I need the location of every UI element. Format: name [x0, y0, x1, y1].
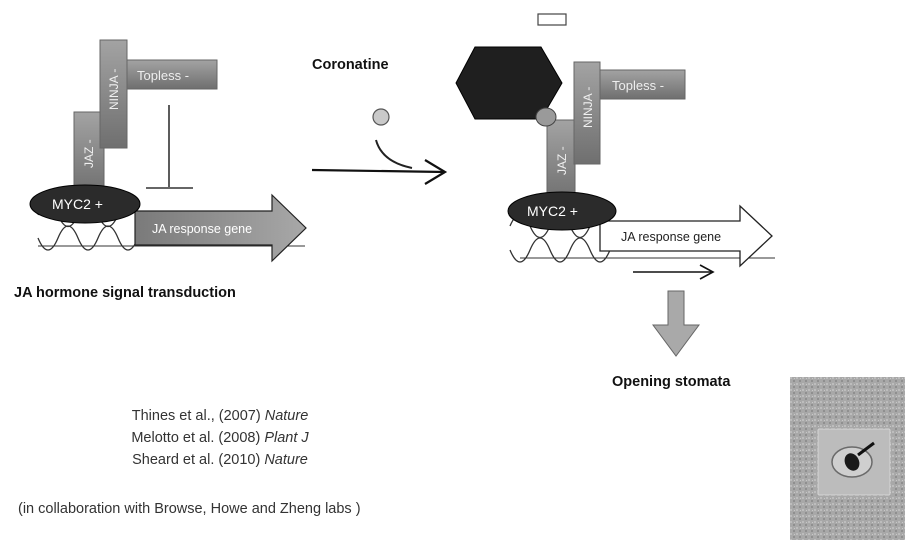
- ninja-label-left: NINJA -: [107, 69, 121, 110]
- jaz-label-right: JAZ -: [555, 146, 569, 175]
- collaboration-note: (in collaboration with Browse, Howe and …: [18, 501, 361, 517]
- topless-box-left: [126, 59, 218, 90]
- stomata-image: [790, 377, 905, 540]
- ja-response-gene-arrow-left: [134, 193, 307, 263]
- ja-response-gene-arrow-right: [599, 204, 773, 268]
- empty-box: [537, 13, 567, 26]
- repression-symbol: [146, 105, 193, 189]
- stomata-micrograph: [790, 377, 905, 540]
- activation-arrow: [633, 264, 715, 280]
- reference-2: Melotto et al. (2008) Plant J: [0, 428, 440, 448]
- bound-coronatine: [535, 107, 557, 127]
- coronatine-molecule: [372, 108, 390, 126]
- jaz-box-right: [546, 119, 576, 203]
- coronatine-label: Coronatine: [312, 57, 389, 73]
- ninja-label-right: NINJA -: [581, 87, 595, 128]
- reference-3-journal: Nature: [264, 452, 308, 468]
- left-caption: JA hormone signal transduction: [14, 285, 236, 301]
- ninja-box-right: [573, 61, 601, 165]
- jaz-box-left: [73, 111, 105, 196]
- topless-label-left: Topless -: [137, 68, 189, 83]
- ninja-box-left: [99, 39, 128, 149]
- myc2-label-right: MYC2 +: [527, 203, 578, 219]
- outcome-down-arrow: [652, 290, 700, 357]
- reference-1-authors: Thines et al., (2007): [131, 408, 261, 424]
- outcome-label: Opening stomata: [612, 374, 731, 390]
- reference-1: Thines et al., (2007) Nature: [0, 406, 440, 426]
- myc2-ellipse-left: [29, 184, 141, 224]
- reference-1-journal: Nature: [264, 408, 309, 424]
- jaz-label-left: JAZ -: [82, 139, 96, 168]
- reference-3-authors: Sheard et al. (2010): [132, 452, 261, 468]
- reference-3: Sheard et al. (2010) Nature: [0, 450, 440, 470]
- reference-2-journal: Plant J: [264, 430, 309, 446]
- gene-label-left: JA response gene: [152, 222, 252, 236]
- coronatine-curve: [375, 139, 413, 169]
- transition-arrow: [311, 159, 448, 185]
- topless-label-right: Topless -: [612, 78, 664, 93]
- gene-label-right: JA response gene: [621, 230, 721, 244]
- myc2-ellipse-right: [507, 191, 617, 231]
- topless-box-right: [599, 69, 686, 100]
- reference-2-authors: Melotto et al. (2008): [131, 430, 261, 446]
- myc2-label-left: MYC2 +: [52, 196, 103, 212]
